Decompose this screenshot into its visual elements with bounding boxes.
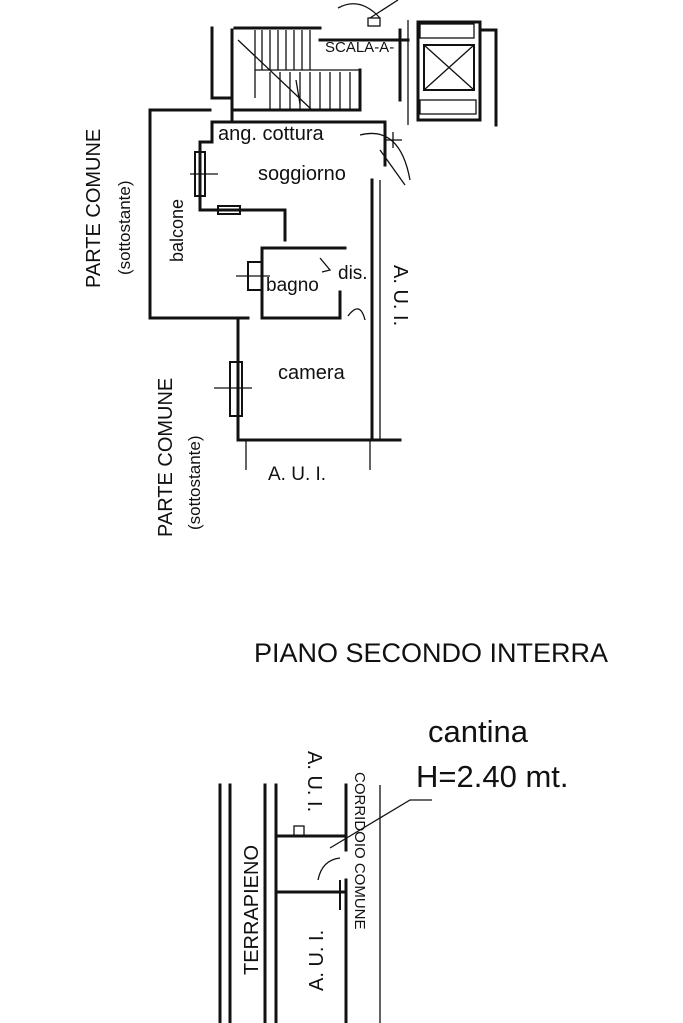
common-corridor-label: CORRIDOIO COMUNE [351,772,368,930]
kitchenette-label: ang. cottura [218,123,325,145]
living-area-walls [190,120,411,242]
ceiling-height-note: H=2.40 mt. [416,759,569,794]
common-area-title: PARTE COMUNE [83,129,105,288]
bedroom-walls [214,316,402,470]
hallway-walls [347,178,381,442]
bathroom-walls [236,246,347,320]
living-room-label: soggiorno [258,163,346,185]
bedroom-label: camera [278,362,346,384]
top-neighbor-label: A. U. I. [303,751,325,812]
floor-title: PIANO SECONDO INTERRA [254,638,608,668]
upper-floor-plan [148,0,498,470]
embankment-label: TERRAPIENO [241,845,263,975]
stair-label: SCALA-A- [325,39,394,56]
hallway-label: dis. [338,263,368,284]
landing [318,0,410,125]
bottom-neighbor-label: A. U. I. [306,930,328,991]
bathroom-label: bagno [266,275,319,296]
bottom-neighbor-label: A. U. I. [268,464,326,485]
cellar-label: cantina [428,714,529,749]
balcony [148,108,250,320]
elevator [416,20,498,127]
balcony-label: balcone [167,199,187,262]
common-area-title: PARTE COMUNE [155,378,177,537]
common-area-note: (sottostante) [185,436,204,531]
common-area-note: (sottostante) [115,181,134,276]
stairwell [210,26,362,124]
basement-plan [218,783,432,1023]
right-neighbor-label: A. U. I. [389,265,411,326]
